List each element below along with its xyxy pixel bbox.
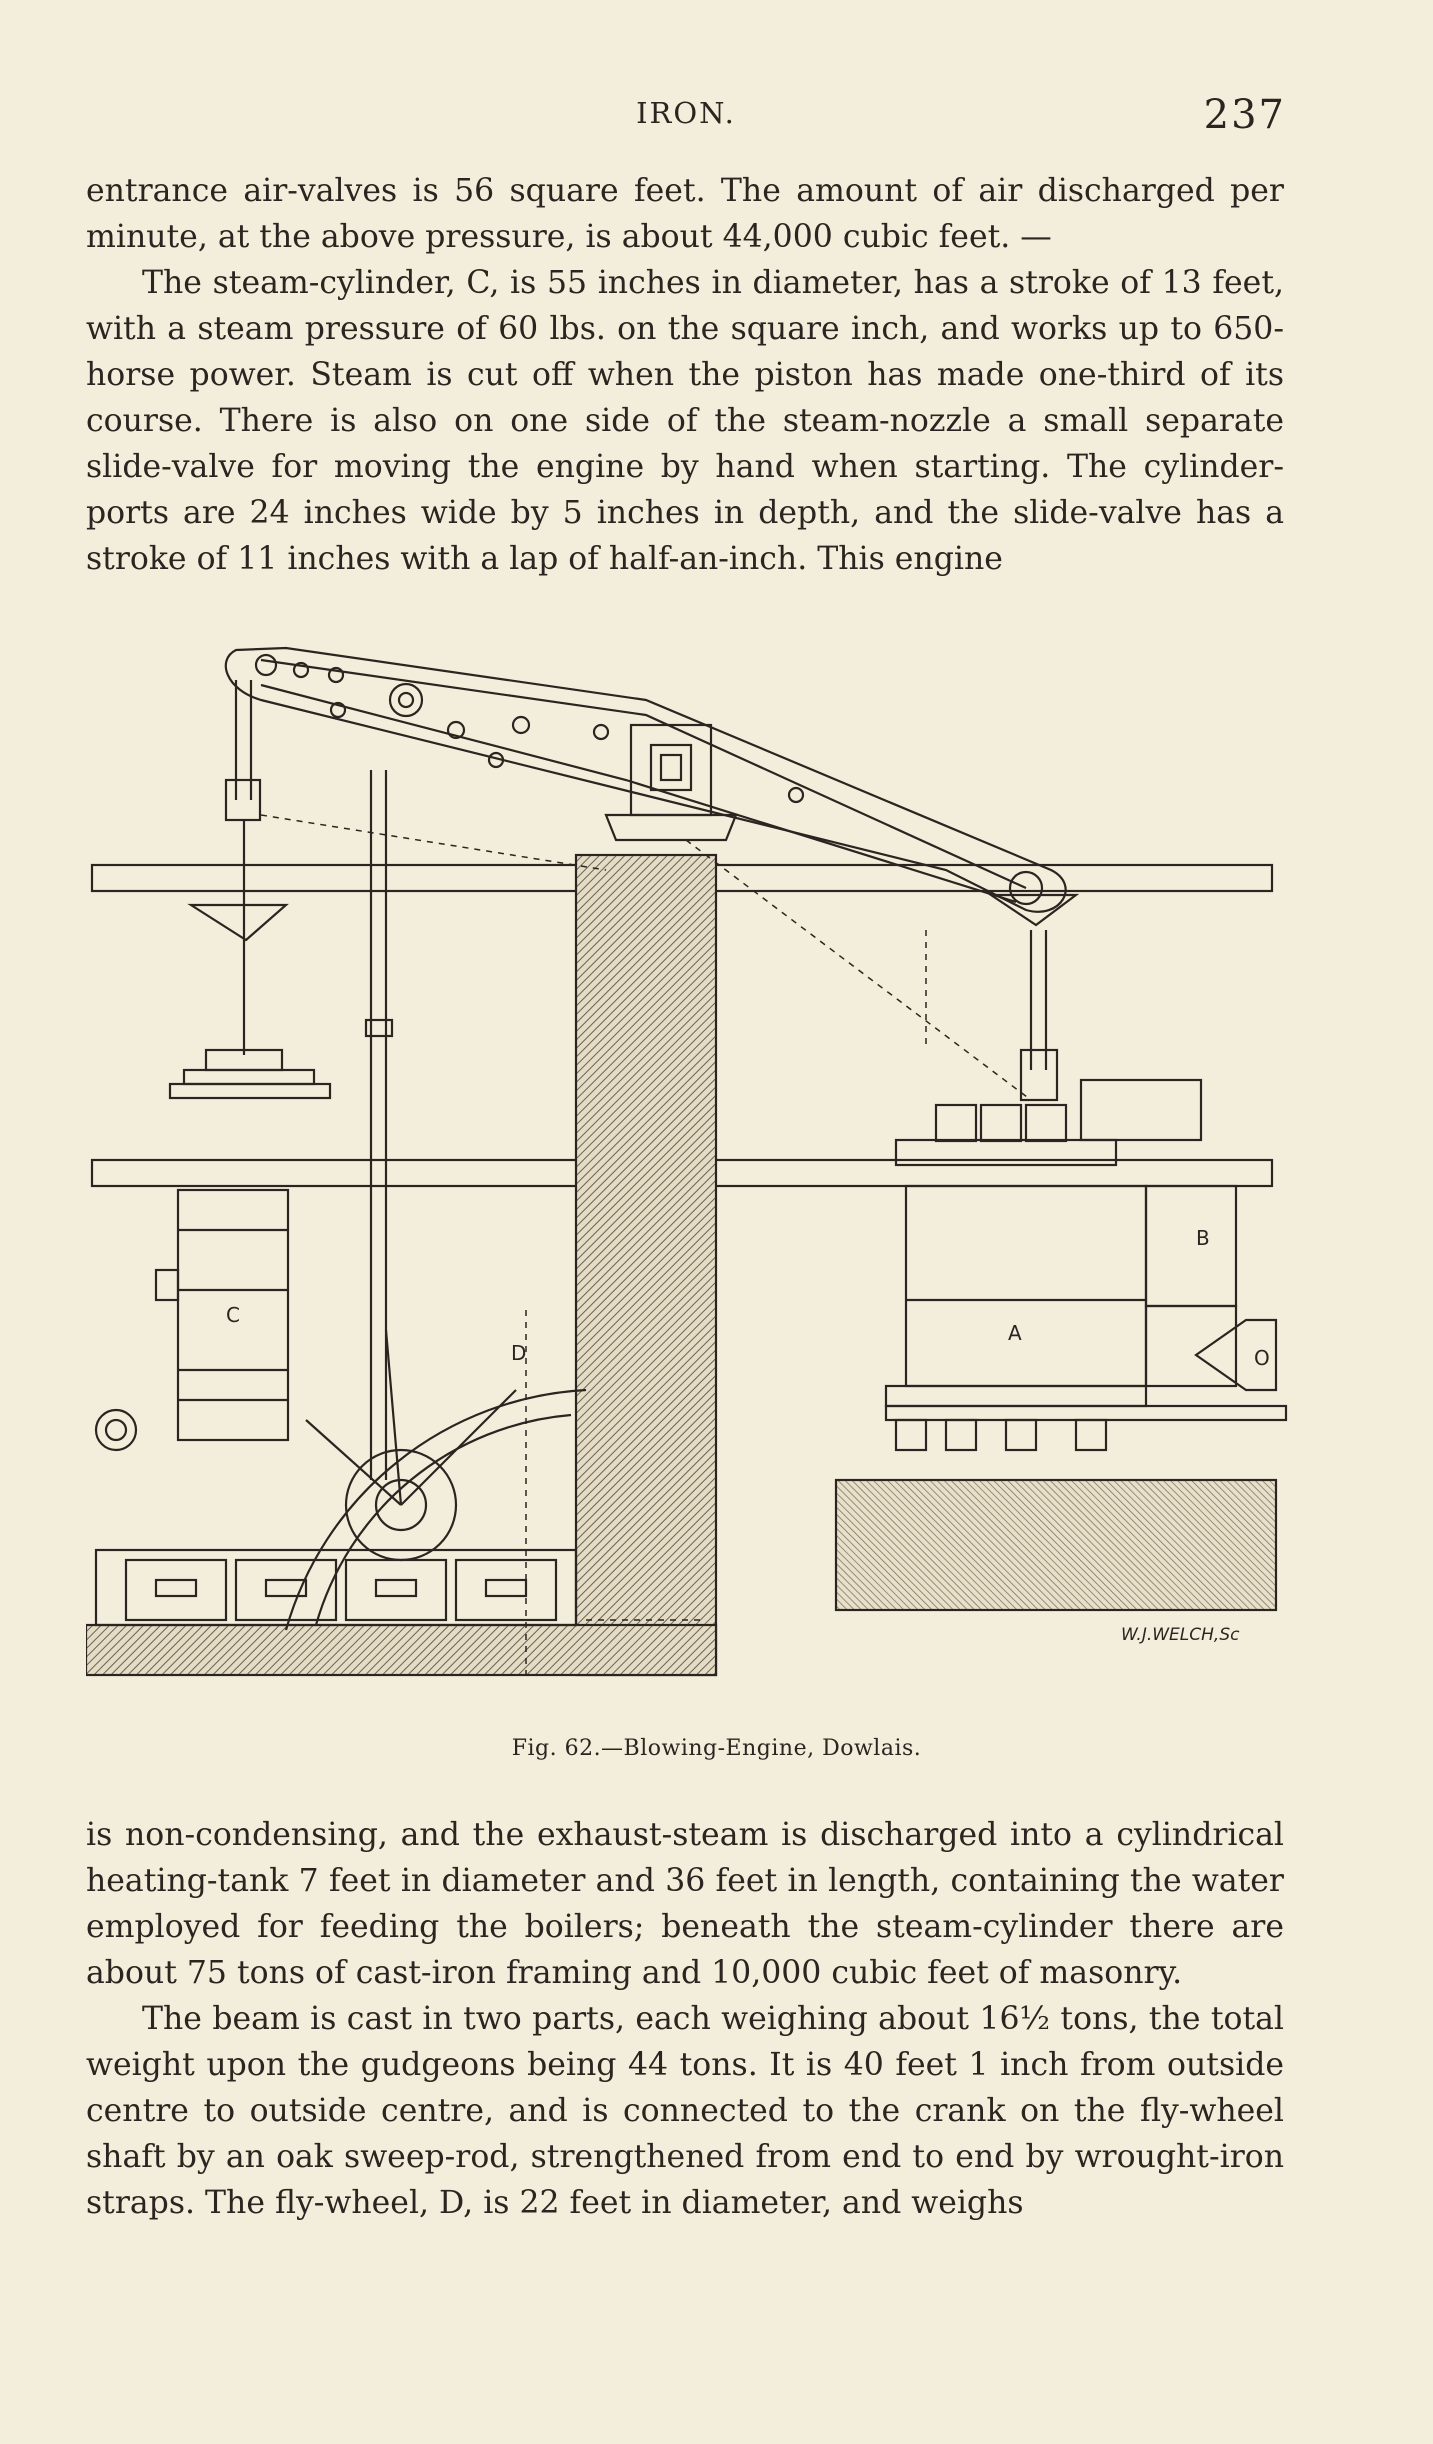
label-valve-box: B [1196, 1226, 1210, 1250]
top-text-block: entrance air-valves is 56 square feet. T… [86, 168, 1284, 582]
label-flywheel: D [511, 1341, 526, 1365]
paragraph: is non-condensing, and the exhaust-steam… [86, 1817, 1284, 1991]
running-title: IRON. [636, 96, 736, 130]
main-beam [224, 646, 1067, 913]
paragraph: The beam is cast in two parts, each weig… [86, 2001, 1284, 2221]
beam-inner-line [260, 683, 1017, 904]
label-blowing-cylinder: A [1008, 1321, 1022, 1345]
outlet-nozzle [1194, 1318, 1278, 1392]
blowing-engine-figure: C D A B O W.J.WELCH,Sc [86, 630, 1296, 1690]
label-cylinder: C [226, 1303, 240, 1327]
valve-box [1144, 1184, 1238, 1308]
steam-cylinder [176, 1188, 290, 1442]
engraver-signature: W.J.WELCH,Sc [1121, 1625, 1240, 1645]
paragraph: entrance air-valves is 56 square feet. T… [86, 173, 1284, 255]
bottom-text-block: is non-condensing, and the exhaust-steam… [86, 1812, 1284, 2226]
foundation-left [86, 1623, 718, 1677]
paragraph: The steam-cylinder, C, is 55 inches in d… [86, 265, 1284, 577]
foundation-right [834, 1478, 1278, 1612]
label-outlet: O [1254, 1346, 1270, 1370]
page-header: IRON. 237 [86, 92, 1286, 142]
blowing-cylinder [904, 1184, 1148, 1388]
left-guide-bracket [187, 903, 289, 942]
beam-inner-line [260, 658, 1027, 890]
figure-caption: Fig. 62.—Blowing-Engine, Dowlais. [511, 1736, 922, 1761]
page-number: 237 [1203, 92, 1286, 138]
central-wall [574, 853, 718, 1677]
engine-engraving: C D A B O W.J.WELCH,Sc [86, 646, 1288, 1677]
flywheel-rim [284, 1388, 587, 1631]
